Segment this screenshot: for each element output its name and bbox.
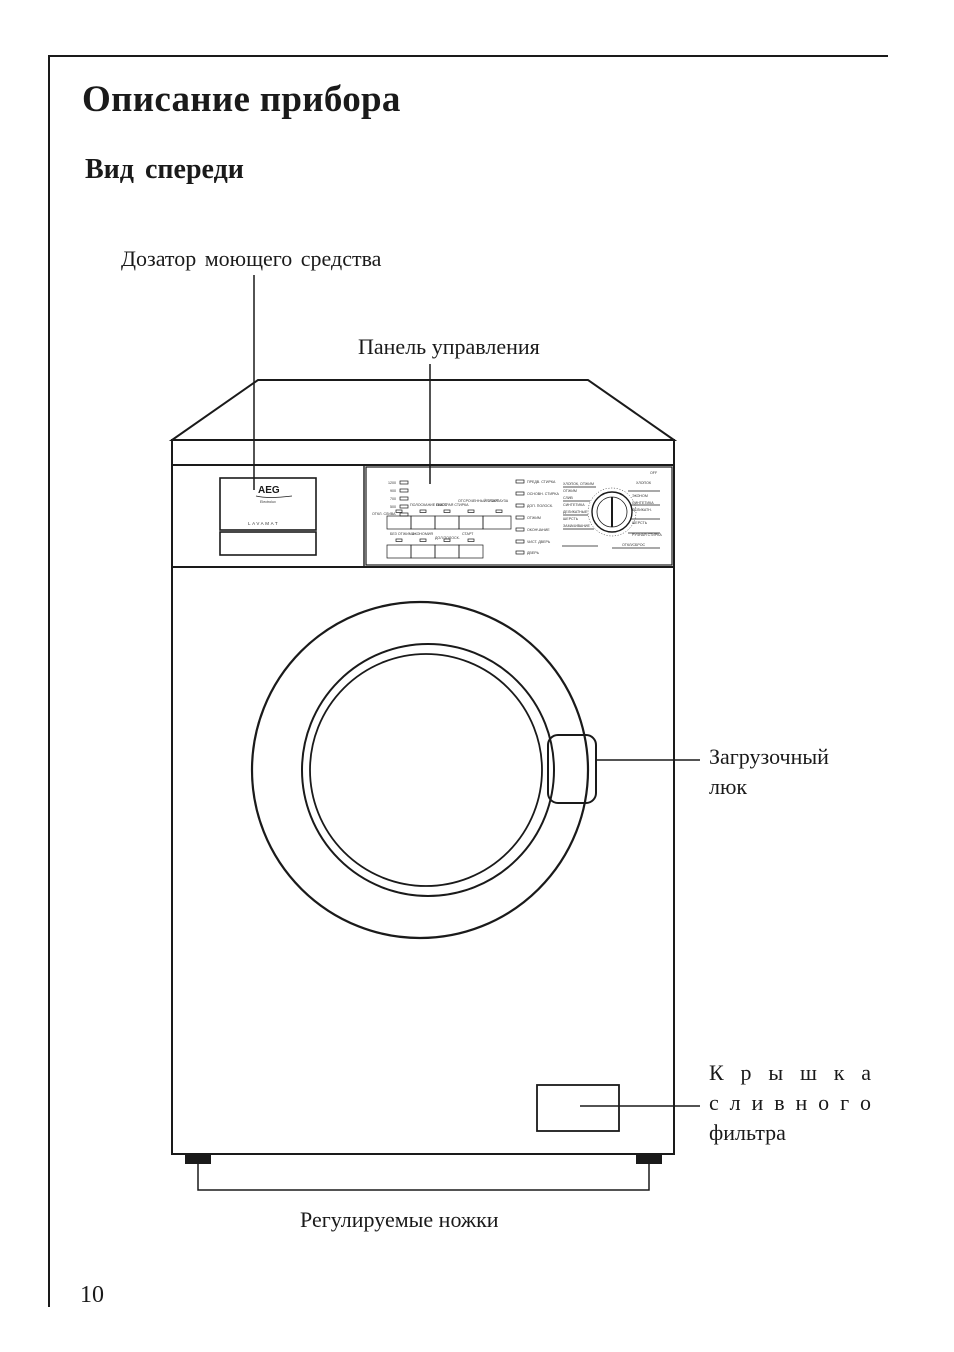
temp-label-1: 1200 xyxy=(388,481,396,485)
page-number: 10 xyxy=(80,1282,104,1308)
temp-label-2: 900 xyxy=(390,489,396,493)
program-right-3: СИНТЕТИКА xyxy=(632,501,654,505)
callout-dispenser: Дозатор моющего средства xyxy=(121,246,382,271)
button-label-eco: ЭКОНОМИЯ xyxy=(412,532,433,536)
model-name: LAVAMAT xyxy=(248,521,279,526)
button-label-extra-rinse: ДОЛ.ПОЛОСК. xyxy=(435,536,460,540)
program-right-6: РУЧНАЯ СТИРКА xyxy=(632,533,662,537)
button-label-pause: ПУСК/ПАУЗА xyxy=(486,499,509,503)
program-right-2: ЭКОНОМ xyxy=(632,494,648,498)
program-left-3: СЛИВ xyxy=(563,496,573,500)
brand-logo: AEG xyxy=(258,485,280,496)
callout-control-panel: Панель управления xyxy=(358,334,540,359)
left-rule xyxy=(48,55,50,1307)
dial-off-label: OFF xyxy=(650,471,658,475)
brand-swoosh xyxy=(255,495,293,498)
page-title: Описание прибора xyxy=(82,79,401,120)
callout-feet: Регулируемые ножки xyxy=(300,1207,499,1232)
program-right-5: ШЕРСТЬ xyxy=(632,521,648,525)
indicator-clean-door: ЧИСТ. ДВЕРЬ xyxy=(527,540,551,544)
callout-filter-line1: К р ы ш к а xyxy=(709,1060,871,1085)
callout-door: Загрузочный люк xyxy=(709,742,829,802)
button-label-start: СТАРТ xyxy=(462,532,474,536)
callout-filter-line2: с л и в н о г о xyxy=(709,1090,871,1115)
control-panel-frame xyxy=(365,466,673,566)
panel-tiny-texts: 1200 900 700 500 ОТКЛ. СЛИВА ПОЛОСКАНИЕ … xyxy=(372,471,662,555)
temp-label-3: 700 xyxy=(390,497,396,501)
feet-bracket xyxy=(197,1164,650,1191)
program-left-2: ОТЖИМ xyxy=(563,489,577,493)
section-title: Вид спереди xyxy=(85,154,244,185)
callout-door-line2: люк xyxy=(709,774,748,799)
machine-body xyxy=(171,439,675,1155)
door-handle xyxy=(547,734,597,804)
button-label-quick: БЫСТРАЯ СТИРКА xyxy=(436,503,469,507)
program-left-1: ХЛОПОК, ОТЖИМ xyxy=(563,482,594,486)
spin-off-label: ОТКЛ. СЛИВА xyxy=(372,512,396,516)
button-label-rinse: ПОЛОСКАНИЕ ПЛЮС xyxy=(410,503,448,507)
temp-label-4: 500 xyxy=(390,505,396,509)
dispenser-handle xyxy=(219,531,317,556)
indicator-spin: ОТЖИМ xyxy=(527,516,541,520)
dispenser-drawer xyxy=(219,477,317,531)
brand-sub: Electrolux xyxy=(260,500,276,504)
machine-top-lid xyxy=(168,379,678,441)
control-panel-details xyxy=(386,479,660,559)
program-left-5: ДЕЛИКАТНЫЕ xyxy=(563,510,588,514)
program-left-6: ШЕРСТЬ xyxy=(563,517,579,521)
indicator-extra-rinse: ДОП. ПОЛОСК. xyxy=(527,504,553,508)
program-right-4: ДЕЛИКАТН. xyxy=(632,508,652,512)
callout-filter: К р ы ш к а с л и в н о г о фильтра xyxy=(709,1058,871,1148)
dispenser-frame xyxy=(171,464,365,568)
indicator-mainwash: ОСНОВН. СТИРКА xyxy=(527,492,560,496)
program-left-7: ЗАМАЧИВАНИЕ xyxy=(563,524,591,528)
indicator-door: ДВЕРЬ xyxy=(527,551,540,555)
right-foot xyxy=(636,1154,662,1164)
program-right-7: ОТКЛ/СБРОС xyxy=(622,543,646,547)
door-middle-ring xyxy=(301,643,555,897)
top-rule xyxy=(50,55,888,57)
indicator-end: ОКОНЧАНИЕ xyxy=(527,528,550,532)
callout-filter-line3: фильтра xyxy=(709,1120,786,1145)
program-left-4: СИНТЕТИКА xyxy=(563,503,585,507)
indicator-prewash: ПРЕДВ. СТИРКА xyxy=(527,480,556,484)
left-foot xyxy=(185,1154,211,1164)
filter-cover xyxy=(536,1084,620,1132)
button-label-nospin: БЕЗ ОТЖИМА xyxy=(390,532,415,536)
door-glass xyxy=(309,653,543,887)
door-outer-ring xyxy=(250,600,590,940)
program-right-1: ХЛОПОК xyxy=(636,481,652,485)
callout-door-line1: Загрузочный xyxy=(709,744,829,769)
button-label-delay: ОТСРОЧЕННЫЙ СТАРТ xyxy=(458,499,500,503)
